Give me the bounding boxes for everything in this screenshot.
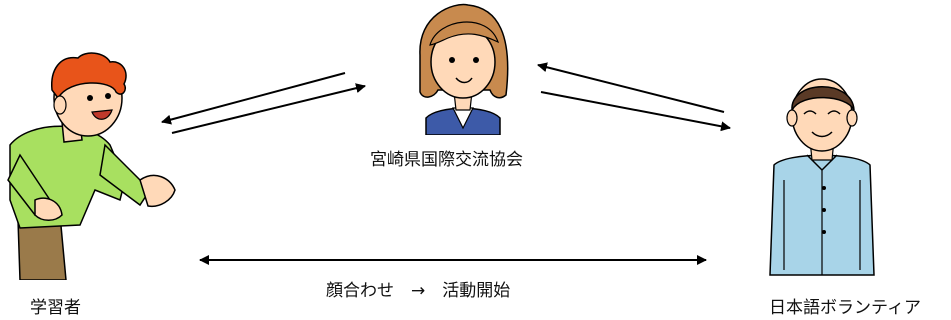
association-label: 宮崎県国際交流協会 [370,150,523,170]
volunteer-person-icon [769,78,875,276]
arrow-learner-to-association [171,83,366,134]
volunteer-figure [762,70,882,280]
arrow-association-to-volunteer [540,91,731,132]
arrow-volunteer-to-association [537,62,725,113]
association-figure [408,0,518,135]
arrow-association-to-learner [161,72,346,125]
learner-person-icon [7,52,176,280]
learner-figure [0,50,180,280]
volunteer-label: 日本語ボランティア [769,298,921,318]
learner-label: 学習者 [30,298,81,318]
flow-label: 顔合わせ → 活動開始 [326,281,511,301]
staff-person-icon [419,3,509,135]
